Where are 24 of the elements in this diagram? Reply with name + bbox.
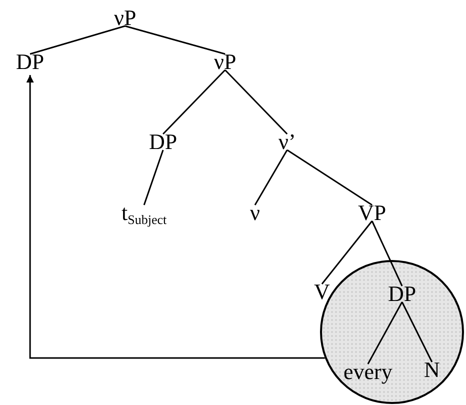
tree-label: ν’ — [278, 131, 296, 153]
tree-branch — [30, 25, 126, 55]
movement-arrow — [26, 75, 325, 359]
tree-label: ν — [250, 202, 260, 224]
tree-label: νP — [214, 51, 236, 73]
tree-label: DP — [16, 51, 44, 73]
tree-branch — [401, 302, 433, 362]
tree-label: every — [344, 361, 392, 383]
tree-label: VP — [358, 202, 386, 224]
tree-branch — [124, 25, 226, 55]
tree-branch — [143, 150, 164, 206]
tree-label: V — [314, 281, 330, 303]
tree-branch — [371, 220, 403, 286]
tree-branch — [254, 150, 288, 206]
tree-branch — [162, 69, 226, 135]
tree-label: DP — [388, 283, 416, 305]
tree-label: t$_{Subject}$ — [122, 202, 167, 226]
tree-branch — [321, 220, 373, 284]
tree-branch — [286, 149, 372, 206]
tree-branch — [224, 69, 288, 135]
tree-label: DP — [149, 131, 178, 153]
tree-branch — [367, 302, 403, 364]
tree-label: N — [424, 359, 440, 381]
tree-label: νP — [114, 7, 136, 29]
